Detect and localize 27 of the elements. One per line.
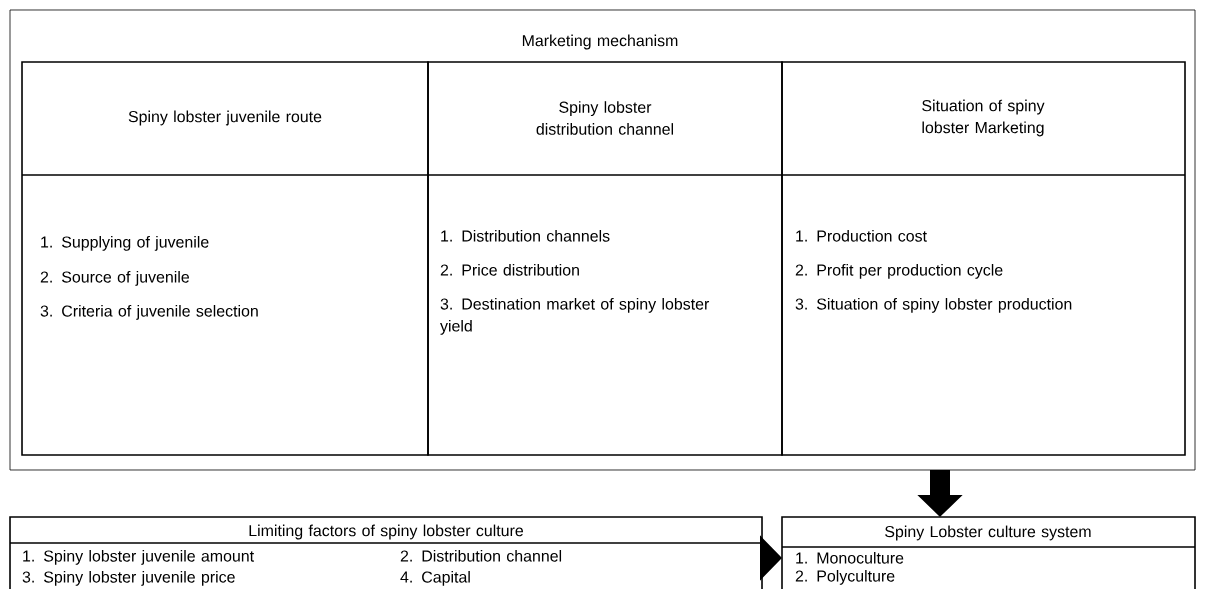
panel-box — [9, 9, 1196, 471]
header-text: Spiny lobster distribution channel — [536, 101, 673, 135]
header-text: Limiting factors of spiny lobster culture — [249, 524, 523, 540]
table-box — [21, 61, 429, 456]
header-text: Spiny Lobster culture system — [885, 525, 1091, 541]
list-item: 1. Monoculture — [796, 552, 904, 564]
list-item: 1. Distribution channels — [441, 230, 610, 242]
list-item: 3. Criteria of juvenile selection — [40, 305, 258, 320]
list-item: 2. Profit per production cycle — [795, 264, 1003, 279]
table-box — [781, 61, 1186, 456]
list-item: 3. Destination market of spiny lobster yield — [440, 298, 710, 335]
list-item: 2. Price distribution — [440, 264, 579, 276]
list-item: 3. Situation of spiny lobster production — [795, 298, 1072, 313]
table-box — [781, 516, 1196, 589]
list-item: 1. Production cost — [796, 230, 927, 242]
table-box — [427, 61, 783, 456]
list-item: 3. Spiny lobster juvenile price — [22, 571, 235, 586]
table-box — [9, 516, 763, 589]
list-item: 1. Spiny lobster juvenile amount — [23, 550, 254, 565]
header-text: Marketing mechanism — [522, 34, 678, 50]
list-item: 2. Distribution channel — [400, 550, 562, 562]
list-item: 4. Capital — [400, 571, 470, 586]
list-item: 1. Supplying of juvenile — [41, 236, 209, 251]
list-item: 2. Polyculture — [795, 570, 895, 585]
header-text: Spiny lobster juvenile route — [128, 110, 322, 126]
header-text: Situation of spiny lobster Marketing — [922, 99, 1045, 137]
list-item: 2. Source of juvenile — [40, 271, 189, 286]
